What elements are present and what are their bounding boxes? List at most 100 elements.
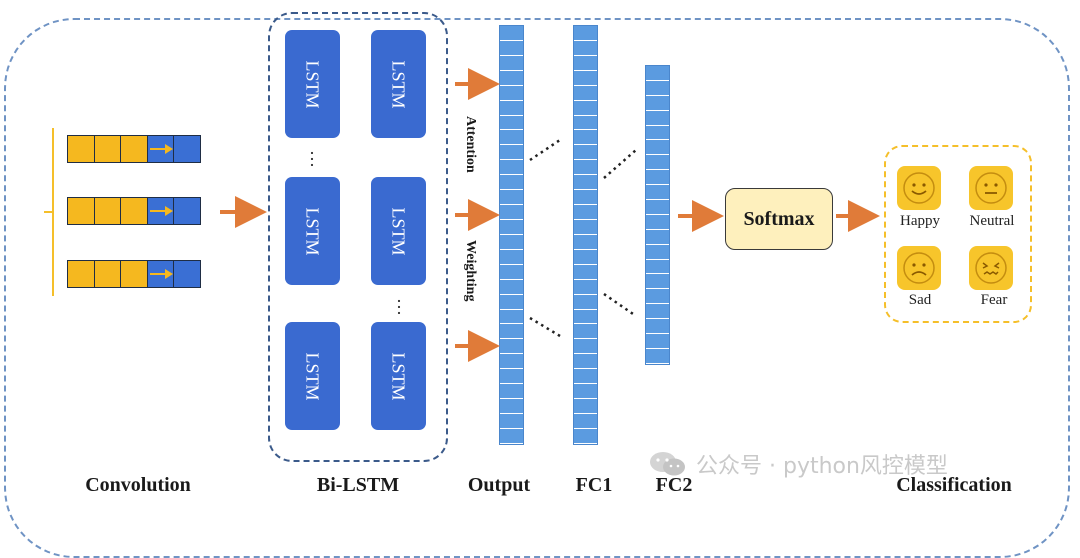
- layer-unit: [500, 56, 523, 71]
- layer-unit: [500, 220, 523, 235]
- layer-unit: [574, 295, 597, 310]
- layer-unit: [646, 245, 669, 260]
- layer-unit: [646, 319, 669, 335]
- lstm-cell: LSTM: [371, 177, 426, 285]
- layer-unit: [574, 41, 597, 56]
- connector-layer: [220, 68, 880, 362]
- convolution-row: [67, 197, 201, 225]
- layer-unit: [500, 414, 523, 429]
- stage-label-fc2: FC2: [655, 474, 693, 496]
- class-label-happy: Happy: [900, 213, 940, 229]
- layer-unit: [500, 190, 523, 206]
- layer-unit: [574, 130, 597, 146]
- lstm-cell: LSTM: [371, 30, 426, 138]
- layer-unit: [646, 111, 669, 126]
- dotted-connector: [529, 316, 561, 338]
- softmax-node: Softmax: [725, 188, 833, 250]
- layer-unit: [574, 429, 597, 444]
- layer-unit: [574, 175, 597, 191]
- class-label-neutral: Neutral: [969, 213, 1015, 229]
- layer-unit: [574, 339, 597, 355]
- layer-unit: [646, 289, 669, 305]
- layer-unit: [500, 86, 523, 101]
- layer-unit: [574, 205, 597, 220]
- neutral-face-icon: [969, 166, 1013, 210]
- layer-unit: [574, 160, 597, 176]
- layer-unit: [646, 349, 669, 364]
- layer-unit: [500, 101, 523, 116]
- layer-unit: [646, 155, 669, 171]
- convolution-row: [67, 260, 201, 288]
- layer-unit: [646, 260, 669, 275]
- layer-unit: [500, 399, 523, 414]
- layer-unit: [646, 66, 669, 81]
- layer-unit: [500, 26, 523, 41]
- watermark-text: 公众号 · python风控模型: [696, 454, 948, 479]
- layer-unit: [500, 250, 523, 265]
- layer-unit: [574, 56, 597, 71]
- layer-unit: [574, 250, 597, 265]
- layer-unit: [574, 116, 597, 131]
- class-label-fear: Fear: [980, 292, 1008, 308]
- layer-unit: [646, 96, 669, 111]
- stage-label-bilstm: Bi-LSTM: [316, 474, 400, 496]
- stage-label-convolution: Convolution: [85, 474, 191, 496]
- layer-unit: [500, 295, 523, 310]
- layer-unit: [500, 265, 523, 280]
- layer-unit: [574, 235, 597, 250]
- layer-unit: [500, 384, 523, 400]
- layer-unit: [574, 310, 597, 325]
- layer-unit: [574, 86, 597, 101]
- wechat-icon: [650, 452, 685, 476]
- layer-unit: [646, 230, 669, 245]
- dotted-connector: [603, 292, 637, 318]
- layer-unit: [500, 354, 523, 370]
- watermark: 公众号 · python风控模型: [648, 448, 948, 480]
- layer-unit: [500, 175, 523, 191]
- layer-unit: [646, 200, 669, 215]
- layer-unit: [574, 190, 597, 206]
- layer-unit: [574, 145, 597, 161]
- layer-unit: [646, 140, 669, 156]
- ellipsis-dots: ···: [309, 143, 315, 175]
- convolution-row: [67, 135, 201, 163]
- class-label-sad: Sad: [908, 292, 932, 308]
- lstm-cell: LSTM: [371, 322, 426, 430]
- fc1-layer: [573, 25, 598, 445]
- ellipsis-dots: ···: [396, 291, 402, 323]
- stage-label-classification: Classification: [896, 474, 1012, 496]
- layer-unit: [646, 274, 669, 290]
- layer-unit: [574, 101, 597, 116]
- layer-unit: [500, 369, 523, 385]
- stage-label-output: Output: [467, 474, 531, 496]
- dotted-connector: [603, 149, 637, 179]
- lstm-cell: LSTM: [285, 177, 340, 285]
- layer-unit: [500, 116, 523, 131]
- layer-unit: [500, 130, 523, 146]
- convolution-bracket-tick: [44, 211, 54, 213]
- fear-face-icon: [969, 246, 1013, 290]
- layer-unit: [574, 354, 597, 370]
- layer-unit: [574, 384, 597, 400]
- layer-unit: [500, 205, 523, 220]
- layer-unit: [646, 126, 669, 141]
- lstm-cell: LSTM: [285, 322, 340, 430]
- layer-unit: [574, 220, 597, 235]
- layer-unit: [500, 145, 523, 161]
- layer-unit: [646, 185, 669, 201]
- layer-unit: [574, 280, 597, 295]
- dotted-connector: [529, 138, 561, 162]
- layer-unit: [646, 304, 669, 320]
- layer-unit: [500, 71, 523, 86]
- stage-label-fc1: FC1: [575, 474, 613, 496]
- layer-unit: [500, 339, 523, 355]
- output-layer: [499, 25, 524, 445]
- model-architecture-diagram: LSTM LSTM LSTM LSTM LSTM LSTM ··· ··· At…: [4, 12, 1070, 558]
- layer-unit: [574, 369, 597, 385]
- layer-unit: [646, 81, 669, 96]
- happy-face-icon: [897, 166, 941, 210]
- layer-unit: [574, 26, 597, 41]
- layer-unit: [500, 41, 523, 56]
- layer-unit: [646, 170, 669, 186]
- layer-unit: [574, 71, 597, 86]
